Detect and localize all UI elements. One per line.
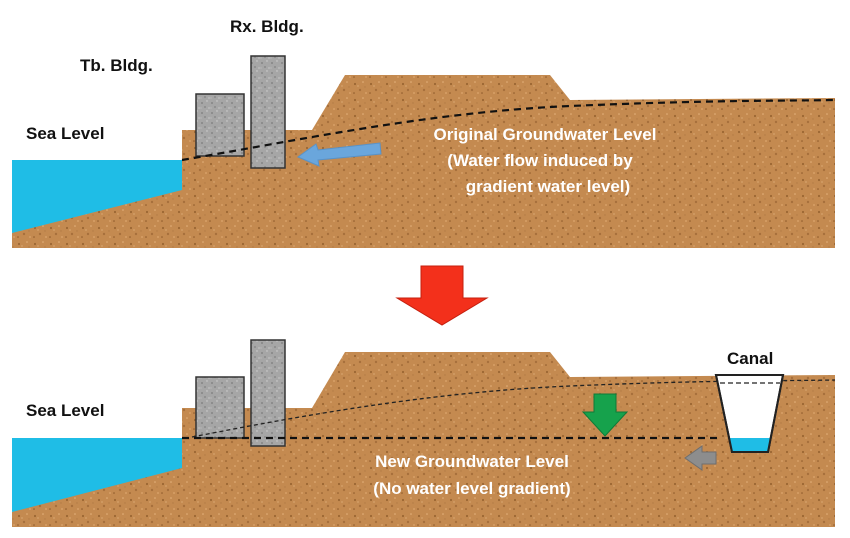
tb-building-block: [195, 93, 245, 157]
canal-inflow-arrow: [684, 445, 717, 471]
canal-water: [729, 438, 771, 452]
bottom-tb-building-block: [195, 376, 245, 439]
transition-arrow: [395, 265, 489, 326]
tb-building-label: Tb. Bldg.: [80, 56, 153, 75]
bottom-soil: [12, 352, 835, 527]
groundwater-drop-arrow: [581, 393, 629, 437]
canal-label: Canal: [727, 349, 773, 368]
original-groundwater-text-line-3: gradient water level): [466, 177, 630, 196]
bottom-sea-level-label: Sea Level: [26, 401, 104, 420]
original-groundwater-text-line-2: (Water flow induced by: [447, 151, 633, 170]
bottom-sea-water: [12, 438, 182, 512]
rx-building-block: [250, 55, 286, 169]
rx-building-label: Rx. Bldg.: [230, 17, 304, 36]
original-groundwater-line: [181, 98, 836, 162]
new-groundwater-text-line-1: New Groundwater Level: [375, 452, 569, 471]
canal-trench-outline: [714, 374, 785, 453]
top-sea-water: [12, 160, 182, 233]
top-soil: [12, 75, 835, 248]
new-groundwater-text-line-2: (No water level gradient): [373, 479, 570, 498]
top-sea-level-label: Sea Level: [26, 124, 104, 143]
groundwater-flow-arrow: [296, 142, 382, 167]
top-panel: Rx. Bldg. Tb. Bldg. Sea Level Original G…: [12, 17, 836, 248]
bottom-panel: Sea Level Canal New Groundwater Level (N…: [12, 339, 836, 527]
bottom-rx-building-block: [250, 339, 286, 447]
original-groundwater-text-line-1: Original Groundwater Level: [434, 125, 657, 144]
